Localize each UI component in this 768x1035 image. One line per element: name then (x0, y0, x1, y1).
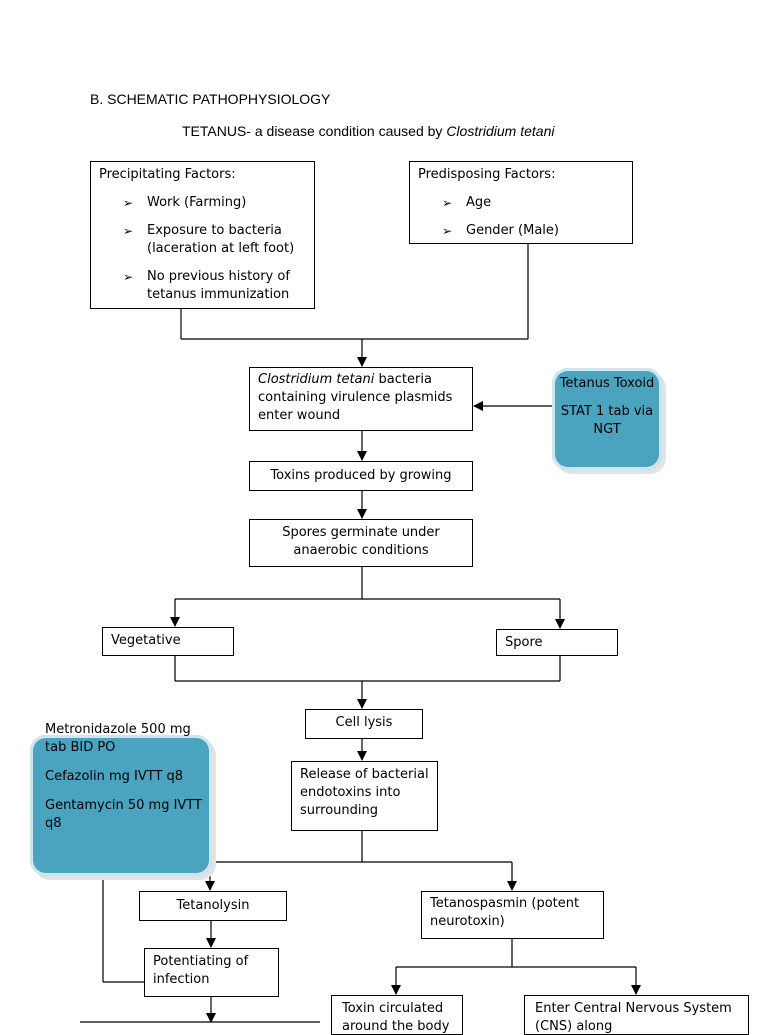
medications-text: Metronidazole 500 mg tab BID PO Cefazoli… (45, 721, 205, 833)
spore-box: Spore (496, 629, 618, 656)
toxoid-name: Tetanus Toxoid (559, 376, 655, 391)
tetanus-toxoid-box: Tetanus Toxoid STAT 1 tab via NGT (552, 368, 662, 470)
precipitating-factors-box: Precipitating Factors: ➢ Work (Farming) ➢… (90, 161, 315, 309)
tetanospasmin-box: Tetanospasmin (potent neurotoxin) (421, 891, 604, 939)
cell-lysis-box: Cell lysis (305, 709, 423, 739)
gentamycin-text: Gentamycin 50 mg IVTT q8 (45, 798, 202, 831)
potentiating-infection-box: Potentiating of infection (144, 948, 279, 997)
cefazolin-text: Cefazolin mg IVTT q8 (45, 769, 184, 784)
predisposing-factors-box: Predisposing Factors: ➢ Age ➢ Gender (Male… (409, 161, 633, 244)
toxoid-dose: STAT 1 tab via NGT (560, 404, 654, 437)
arrow-bullet-icon: ➢ (123, 196, 134, 210)
bacteria-text: bacteria containing virulence plasmids e… (258, 372, 453, 423)
bacteria-entry-box: Clostridium tetani bacteria containing v… (249, 367, 473, 431)
section-title: B. SCHEMATIC PATHOPHYSIOLOGY (90, 91, 331, 107)
medications-box (30, 735, 212, 876)
precipitating-item-text: Work (Farming) (147, 195, 247, 210)
precipitating-item: ➢ Exposure to bacteria (laceration at lef… (99, 222, 306, 258)
predisposing-heading: Predisposing Factors: (418, 167, 556, 182)
precipitating-item: ➢ No previous history of tetanus immuniza… (99, 268, 306, 304)
disease-title: TETANUS- a disease condition caused by C… (182, 123, 554, 139)
toxins-box: Toxins produced by growing (249, 461, 473, 491)
arrow-bullet-icon: ➢ (442, 224, 453, 238)
predisposing-item: ➢ Age (418, 194, 624, 212)
predisposing-item-text: Age (466, 195, 492, 210)
spores-germinate-box: Spores germinate under anaerobic conditi… (249, 519, 473, 567)
precipitating-item: ➢ Work (Farming) (99, 194, 306, 212)
cns-entry-box: Enter Central Nervous System (CNS) along (524, 995, 749, 1035)
bacteria-organism: Clostridium tetani (258, 372, 375, 387)
metronidazole-text: Metronidazole 500 mg tab BID PO (45, 722, 191, 755)
predisposing-item: ➢ Gender (Male) (418, 222, 624, 240)
arrow-bullet-icon: ➢ (442, 196, 453, 210)
precipitating-item-text: Exposure to bacteria (laceration at left… (147, 223, 295, 256)
release-endotoxins-box: Release of bacterial endotoxins into sur… (291, 761, 438, 831)
predisposing-item-text: Gender (Male) (466, 223, 559, 238)
precipitating-heading: Precipitating Factors: (99, 167, 236, 182)
toxin-circulated-box: Toxin circulated around the body (331, 995, 463, 1035)
vegetative-box: Vegetative (102, 627, 234, 656)
arrow-bullet-icon: ➢ (123, 224, 134, 238)
disease-title-prefix: TETANUS- a disease condition caused by (182, 123, 447, 139)
precipitating-item-text: No previous history of tetanus immunizat… (147, 269, 290, 302)
disease-title-organism: Clostridium tetani (446, 123, 555, 139)
arrow-bullet-icon: ➢ (123, 270, 134, 284)
tetanolysin-box: Tetanolysin (139, 891, 287, 921)
